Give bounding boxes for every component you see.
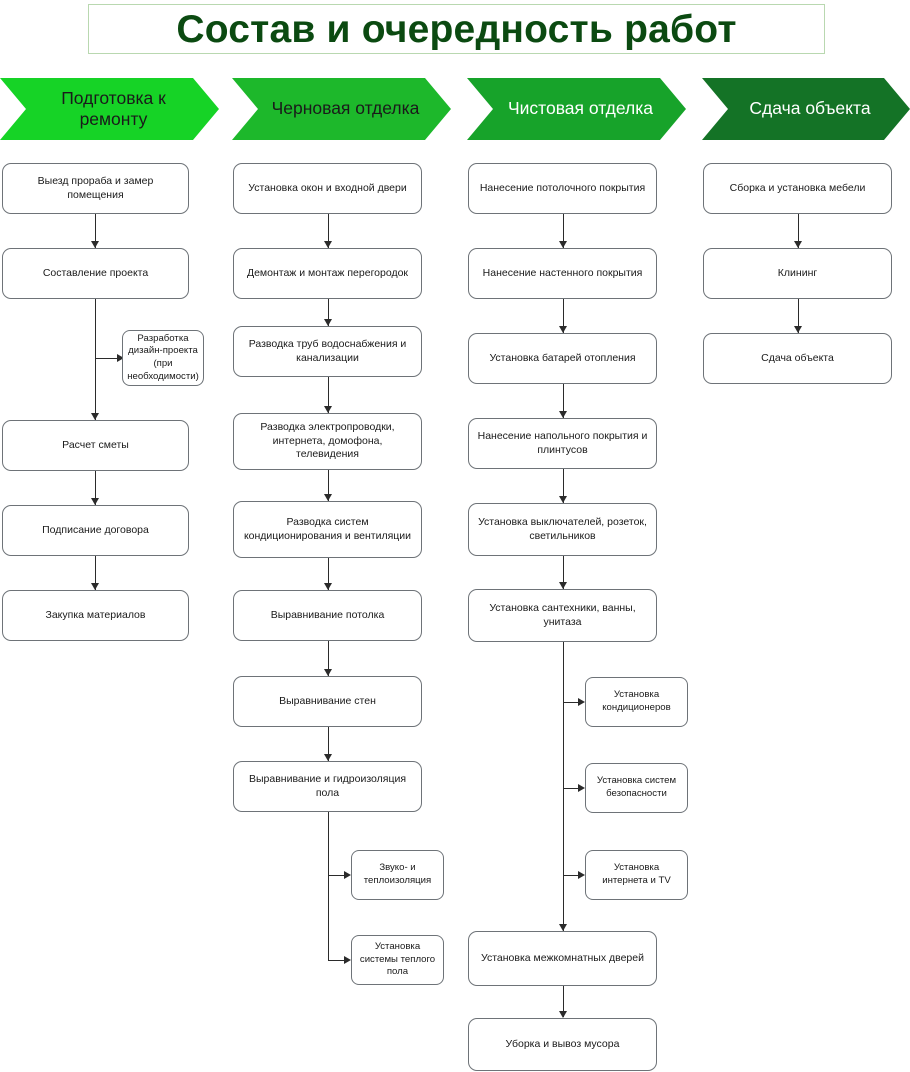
connector-finish-2-3 (563, 384, 564, 418)
phase-header-finish[interactable]: Чистовая отделка (467, 78, 686, 140)
arrowhead-rough-4-5 (324, 583, 332, 590)
connector-rough-3-4 (328, 470, 329, 501)
arrowhead-finish-branch-security (578, 784, 585, 792)
arrowhead-prep-0-1 (91, 241, 99, 248)
arrowhead-prep-4-5 (91, 583, 99, 590)
connector-prep-3-4 (95, 471, 96, 505)
phase-header-handover[interactable]: Сдача объекта (702, 78, 910, 140)
node-handover-2[interactable]: Сдача объекта (703, 333, 892, 384)
node-prep-5[interactable]: Закупка материалов (2, 590, 189, 641)
arrowhead-finish-trunk (559, 924, 567, 931)
node-prep-1[interactable]: Составление проекта (2, 248, 189, 299)
phase-header-prep[interactable]: Подготовка к ремонту (0, 78, 219, 140)
node-rough-2[interactable]: Разводка труб водоснабжения и канализаци… (233, 326, 422, 377)
arrowhead-rough-0-1 (324, 241, 332, 248)
connector-rough-1-2 (328, 299, 329, 326)
connector-prep-1-3 (95, 299, 96, 421)
node-finish-9[interactable]: Установка межкомнатных дверей (468, 931, 657, 986)
node-rough-5[interactable]: Выравнивание потолка (233, 590, 422, 641)
connector-handover-1-2 (798, 299, 799, 333)
arrowhead-finish-branch-ac (578, 698, 585, 706)
page-title-text: Состав и очередность работ (176, 7, 737, 51)
connector-handover-0-1 (798, 214, 799, 248)
arrowhead-finish-4-5 (559, 582, 567, 589)
node-finish-5[interactable]: Установка сантехники, ванны, унитаза (468, 589, 657, 642)
page-title: Состав и очередность работ (88, 4, 825, 54)
arrowhead-rough-5-6 (324, 669, 332, 676)
connector-prep-0-1 (95, 214, 96, 248)
arrowhead-finish-0-1 (559, 241, 567, 248)
connector-rough-trunk (328, 812, 329, 961)
node-prep-0[interactable]: Выезд прораба и замер помещения (2, 163, 189, 214)
connector-finish-branch-internet (563, 875, 583, 876)
connector-finish-trunk (563, 642, 564, 931)
connector-rough-branch-floor (328, 960, 349, 961)
arrowhead-finish-9-10 (559, 1011, 567, 1018)
connector-finish-branch-ac (563, 702, 583, 703)
connector-rough-2-3 (328, 377, 329, 413)
node-finish-6-air-conditioners[interactable]: Установка кондиционеров (585, 677, 688, 727)
arrowhead-prep-3-4 (91, 498, 99, 505)
node-rough-8-sound-insulation[interactable]: Звуко- и теплоизоляция (351, 850, 444, 900)
node-finish-7-security-systems[interactable]: Установка систем безопасности (585, 763, 688, 813)
arrowhead-rough-2-3 (324, 406, 332, 413)
node-rough-1[interactable]: Демонтаж и монтаж перегородок (233, 248, 422, 299)
phase-header-rough[interactable]: Черновая отделка (232, 78, 451, 140)
arrowhead-rough-branch-floor (344, 956, 351, 964)
node-finish-0[interactable]: Нанесение потолочного покрытия (468, 163, 657, 214)
connector-rough-5-6 (328, 641, 329, 676)
node-handover-0[interactable]: Сборка и установка мебели (703, 163, 892, 214)
arrowhead-rough-branch-sound (344, 871, 351, 879)
node-finish-3[interactable]: Нанесение напольного покрытия и плинтусо… (468, 418, 657, 469)
node-finish-8-internet-tv[interactable]: Установка интернета и TV (585, 850, 688, 900)
arrowhead-rough-6-7 (324, 754, 332, 761)
arrowhead-finish-1-2 (559, 326, 567, 333)
node-handover-1[interactable]: Клининг (703, 248, 892, 299)
node-finish-1[interactable]: Нанесение настенного покрытия (468, 248, 657, 299)
arrowhead-finish-branch-internet (578, 871, 585, 879)
connector-finish-9-10 (563, 986, 564, 1017)
node-prep-3[interactable]: Расчет сметы (2, 420, 189, 471)
connector-rough-branch-sound (328, 875, 349, 876)
node-finish-10[interactable]: Уборка и вывоз мусора (468, 1018, 657, 1071)
connector-prep-branch-design (95, 358, 120, 359)
node-prep-2-design-project[interactable]: Разработка дизайн-проекта (при необходим… (122, 330, 204, 386)
arrowhead-handover-1-2 (794, 326, 802, 333)
arrowhead-finish-2-3 (559, 411, 567, 418)
arrowhead-rough-3-4 (324, 494, 332, 501)
node-rough-4[interactable]: Разводка систем кондиционирования и вент… (233, 501, 422, 558)
node-rough-0[interactable]: Установка окон и входной двери (233, 163, 422, 214)
connector-finish-3-4 (563, 469, 564, 503)
connector-finish-branch-security (563, 788, 583, 789)
node-prep-4[interactable]: Подписание договора (2, 505, 189, 556)
connector-finish-4-5 (563, 556, 564, 589)
node-finish-2[interactable]: Установка батарей отопления (468, 333, 657, 384)
connector-rough-0-1 (328, 214, 329, 248)
connector-finish-0-1 (563, 214, 564, 248)
node-rough-7[interactable]: Выравнивание и гидроизоляция пола (233, 761, 422, 812)
arrowhead-prep-branch-design (117, 354, 124, 362)
node-rough-6[interactable]: Выравнивание стен (233, 676, 422, 727)
connector-prep-4-5 (95, 556, 96, 590)
arrowhead-prep-1-3 (91, 413, 99, 420)
arrowhead-finish-3-4 (559, 496, 567, 503)
arrowhead-rough-1-2 (324, 319, 332, 326)
connector-rough-4-5 (328, 558, 329, 590)
connector-finish-1-2 (563, 299, 564, 333)
node-rough-3[interactable]: Разводка электропроводки, интернета, дом… (233, 413, 422, 470)
node-finish-4[interactable]: Установка выключателей, розеток, светиль… (468, 503, 657, 556)
connector-rough-6-7 (328, 727, 329, 761)
arrowhead-handover-0-1 (794, 241, 802, 248)
node-rough-9-warm-floor[interactable]: Установка системы теплого пола (351, 935, 444, 985)
